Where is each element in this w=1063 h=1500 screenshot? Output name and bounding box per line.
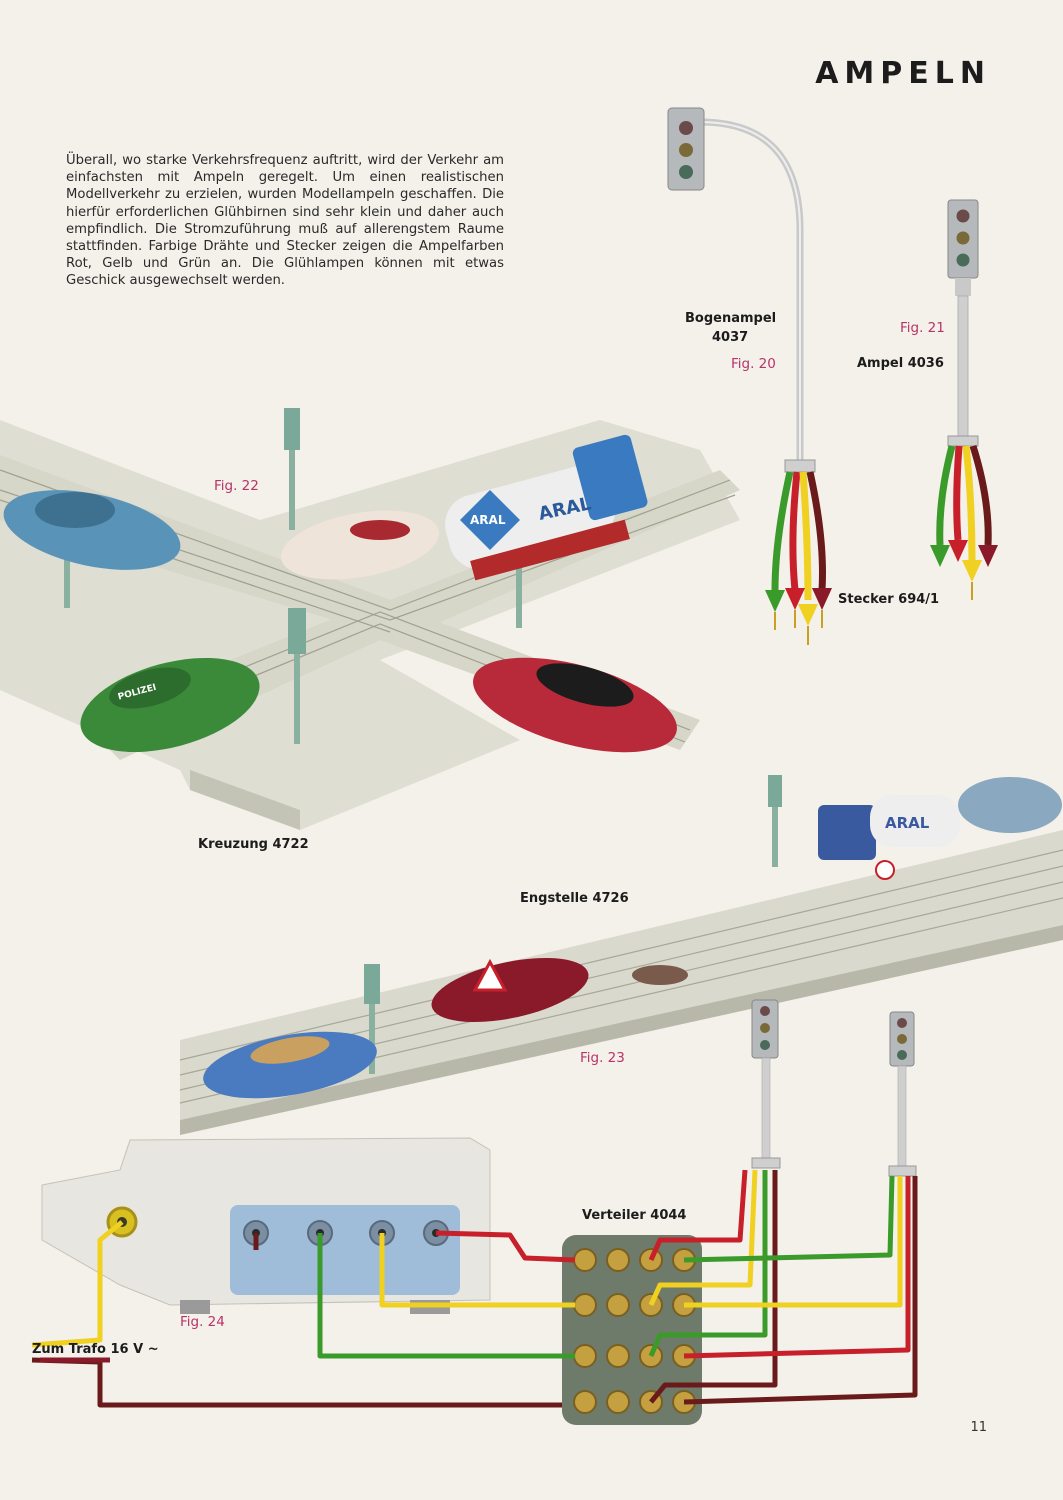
stecker-label: Stecker 694/1 <box>838 592 940 607</box>
bogenampel-wires <box>765 471 832 645</box>
fig-21-caption: Fig. 21 <box>900 320 945 336</box>
trafo-label: Zum Trafo 16 V ~ <box>32 1342 159 1357</box>
bogenampel-number-label: 4037 <box>712 330 749 345</box>
bogenampel-name-label: Bogenampel <box>685 311 777 326</box>
aral-logo-text: ARAL <box>470 513 506 527</box>
crossing-vehicles: ARAL ARAL POLIZEI <box>3 434 677 753</box>
kreuzung-label: Kreuzung 4722 <box>198 837 309 852</box>
verteiler-illustration <box>31 999 918 1425</box>
kreuzung-illustration: ARAL ARAL POLIZEI <box>0 408 740 830</box>
fig-24-caption: Fig. 24 <box>180 1314 225 1330</box>
page-heading: AMPELN <box>815 56 991 91</box>
engstelle-illustration: ARAL <box>179 775 1063 1135</box>
fig-22-caption: Fig. 22 <box>214 478 259 494</box>
intro-paragraph: Überall, wo starke Verkehrsfrequenz auft… <box>66 153 504 289</box>
ampel-wires <box>930 444 998 600</box>
ampel-label: Ampel 4036 <box>857 356 944 371</box>
verteiler-label: Verteiler 4044 <box>582 1208 687 1223</box>
bogenampel-illustration <box>667 107 832 645</box>
wiring <box>31 1169 918 1408</box>
aral-truck-text: ARAL <box>885 814 930 832</box>
ampel-illustration <box>930 199 998 600</box>
fig-20-caption: Fig. 20 <box>731 356 776 372</box>
fig-23-caption: Fig. 23 <box>580 1050 625 1066</box>
engstelle-label: Engstelle 4726 <box>520 891 629 906</box>
page-number: 11 <box>970 1420 987 1435</box>
